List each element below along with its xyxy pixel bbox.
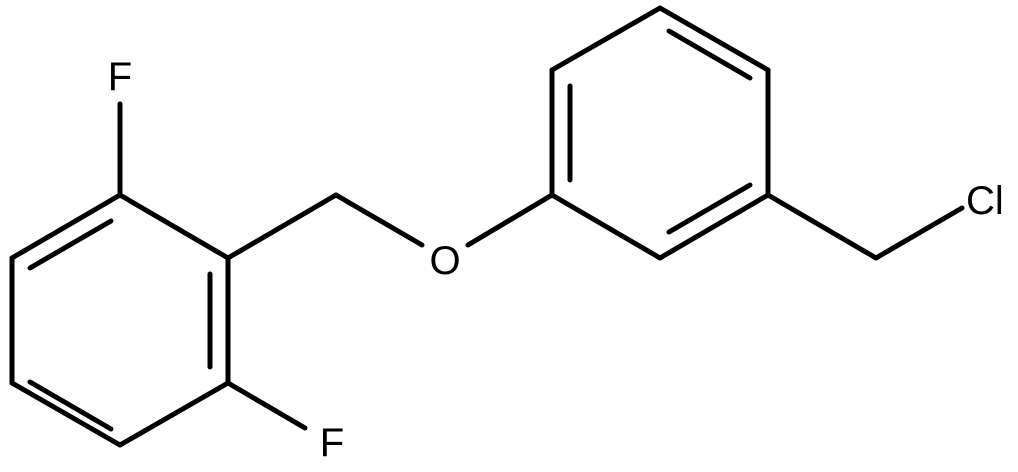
fluorine-bottom-label: F bbox=[320, 421, 344, 465]
double-bond-inner-d5-d6 bbox=[666, 182, 753, 235]
bond-c4-c5 bbox=[9, 380, 123, 448]
bond-ring-ch2cl bbox=[765, 192, 879, 261]
bond-c3-fluorine bbox=[225, 380, 308, 431]
bond-c1-c2 bbox=[117, 192, 231, 261]
oxygen-label: O bbox=[429, 239, 460, 283]
bond-d6-d1 bbox=[549, 192, 663, 261]
difluorophenyl-ring bbox=[9, 192, 231, 448]
bond-ch2-chlorine bbox=[873, 205, 965, 261]
double-bond-inner-c6-c1 bbox=[27, 218, 114, 271]
bond-c3-c4 bbox=[117, 380, 231, 448]
bond-ring-ch2 bbox=[225, 192, 339, 261]
double-bond-inner-d3-d4 bbox=[666, 28, 753, 81]
bond-oxygen-ring bbox=[465, 192, 555, 248]
double-bond-inner-c4-c5 bbox=[27, 379, 114, 432]
fluorine-top-label: F bbox=[108, 55, 132, 99]
bond-d3-d4 bbox=[657, 5, 771, 73]
chlorine-label: Cl bbox=[966, 179, 1004, 223]
bond-ch2-oxygen bbox=[333, 192, 425, 248]
bond-c6-c1 bbox=[9, 192, 123, 261]
bond-d2-d3 bbox=[549, 5, 663, 73]
bond-d5-d6 bbox=[657, 192, 771, 261]
chloromethylphenyl-ring bbox=[549, 5, 771, 261]
